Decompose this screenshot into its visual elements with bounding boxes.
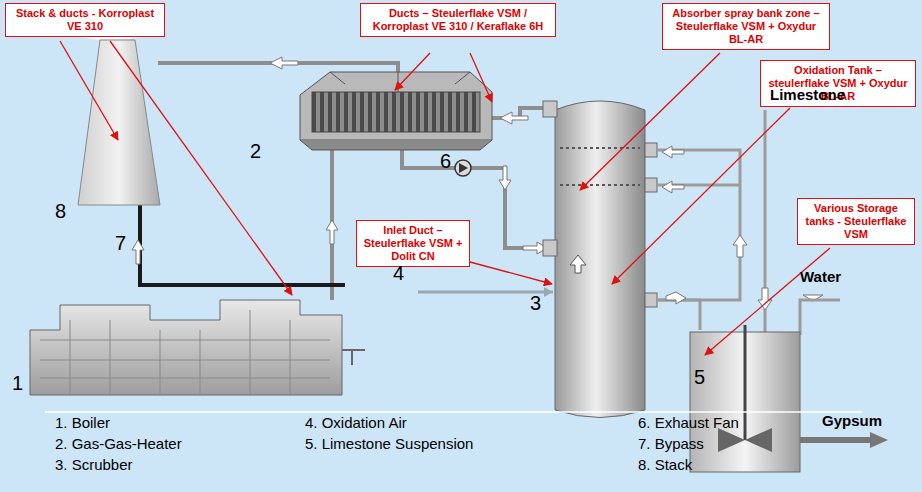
- flow-label: Gypsum: [822, 412, 882, 429]
- key-item: 2. Gas-Gas-Heater: [55, 435, 182, 452]
- flow-label: Water: [800, 268, 841, 285]
- callout-number: 4: [393, 262, 404, 285]
- key-item: 1. Boiler: [55, 414, 110, 431]
- callout-text: Absorber spray bank zone – Steulerflake …: [668, 7, 824, 46]
- callout-number: 6: [440, 150, 451, 173]
- key-item: 7. Bypass: [638, 435, 704, 452]
- key-item: 8. Stack: [638, 456, 692, 473]
- callout-number: 2: [250, 140, 261, 163]
- callout-number: 8: [55, 200, 66, 223]
- callout-text: Inlet Duct – Steulerflake VSM + Dolit CN: [362, 224, 464, 263]
- callout-number: 3: [530, 292, 541, 315]
- callout-number: 5: [694, 366, 705, 389]
- material-callout: Various Storage tanks - Steulerflake VSM: [797, 198, 915, 245]
- callout-text: Ducts – Steulerflake VSM / Korroplast VE…: [366, 7, 550, 33]
- key-item: 3. Scrubber: [55, 456, 133, 473]
- material-callout: Ducts – Steulerflake VSM / Korroplast VE…: [360, 3, 556, 37]
- material-callout: Stack & ducts - Korroplast VE 310: [5, 3, 165, 37]
- callout-number: 1: [12, 372, 23, 395]
- callout-text: Various Storage tanks - Steulerflake VSM: [803, 202, 909, 241]
- material-callout: Inlet Duct – Steulerflake VSM + Dolit CN: [356, 220, 470, 267]
- key-item: 4. Oxidation Air: [305, 414, 407, 431]
- material-callout: Absorber spray bank zone – Steulerflake …: [662, 3, 830, 50]
- callout-number: 7: [115, 232, 126, 255]
- callout-text: Stack & ducts - Korroplast VE 310: [11, 7, 159, 33]
- key-item: 6. Exhaust Fan: [638, 414, 739, 431]
- key-item: 5. Limestone Suspension: [305, 435, 473, 452]
- flow-label: Limestone: [770, 86, 845, 103]
